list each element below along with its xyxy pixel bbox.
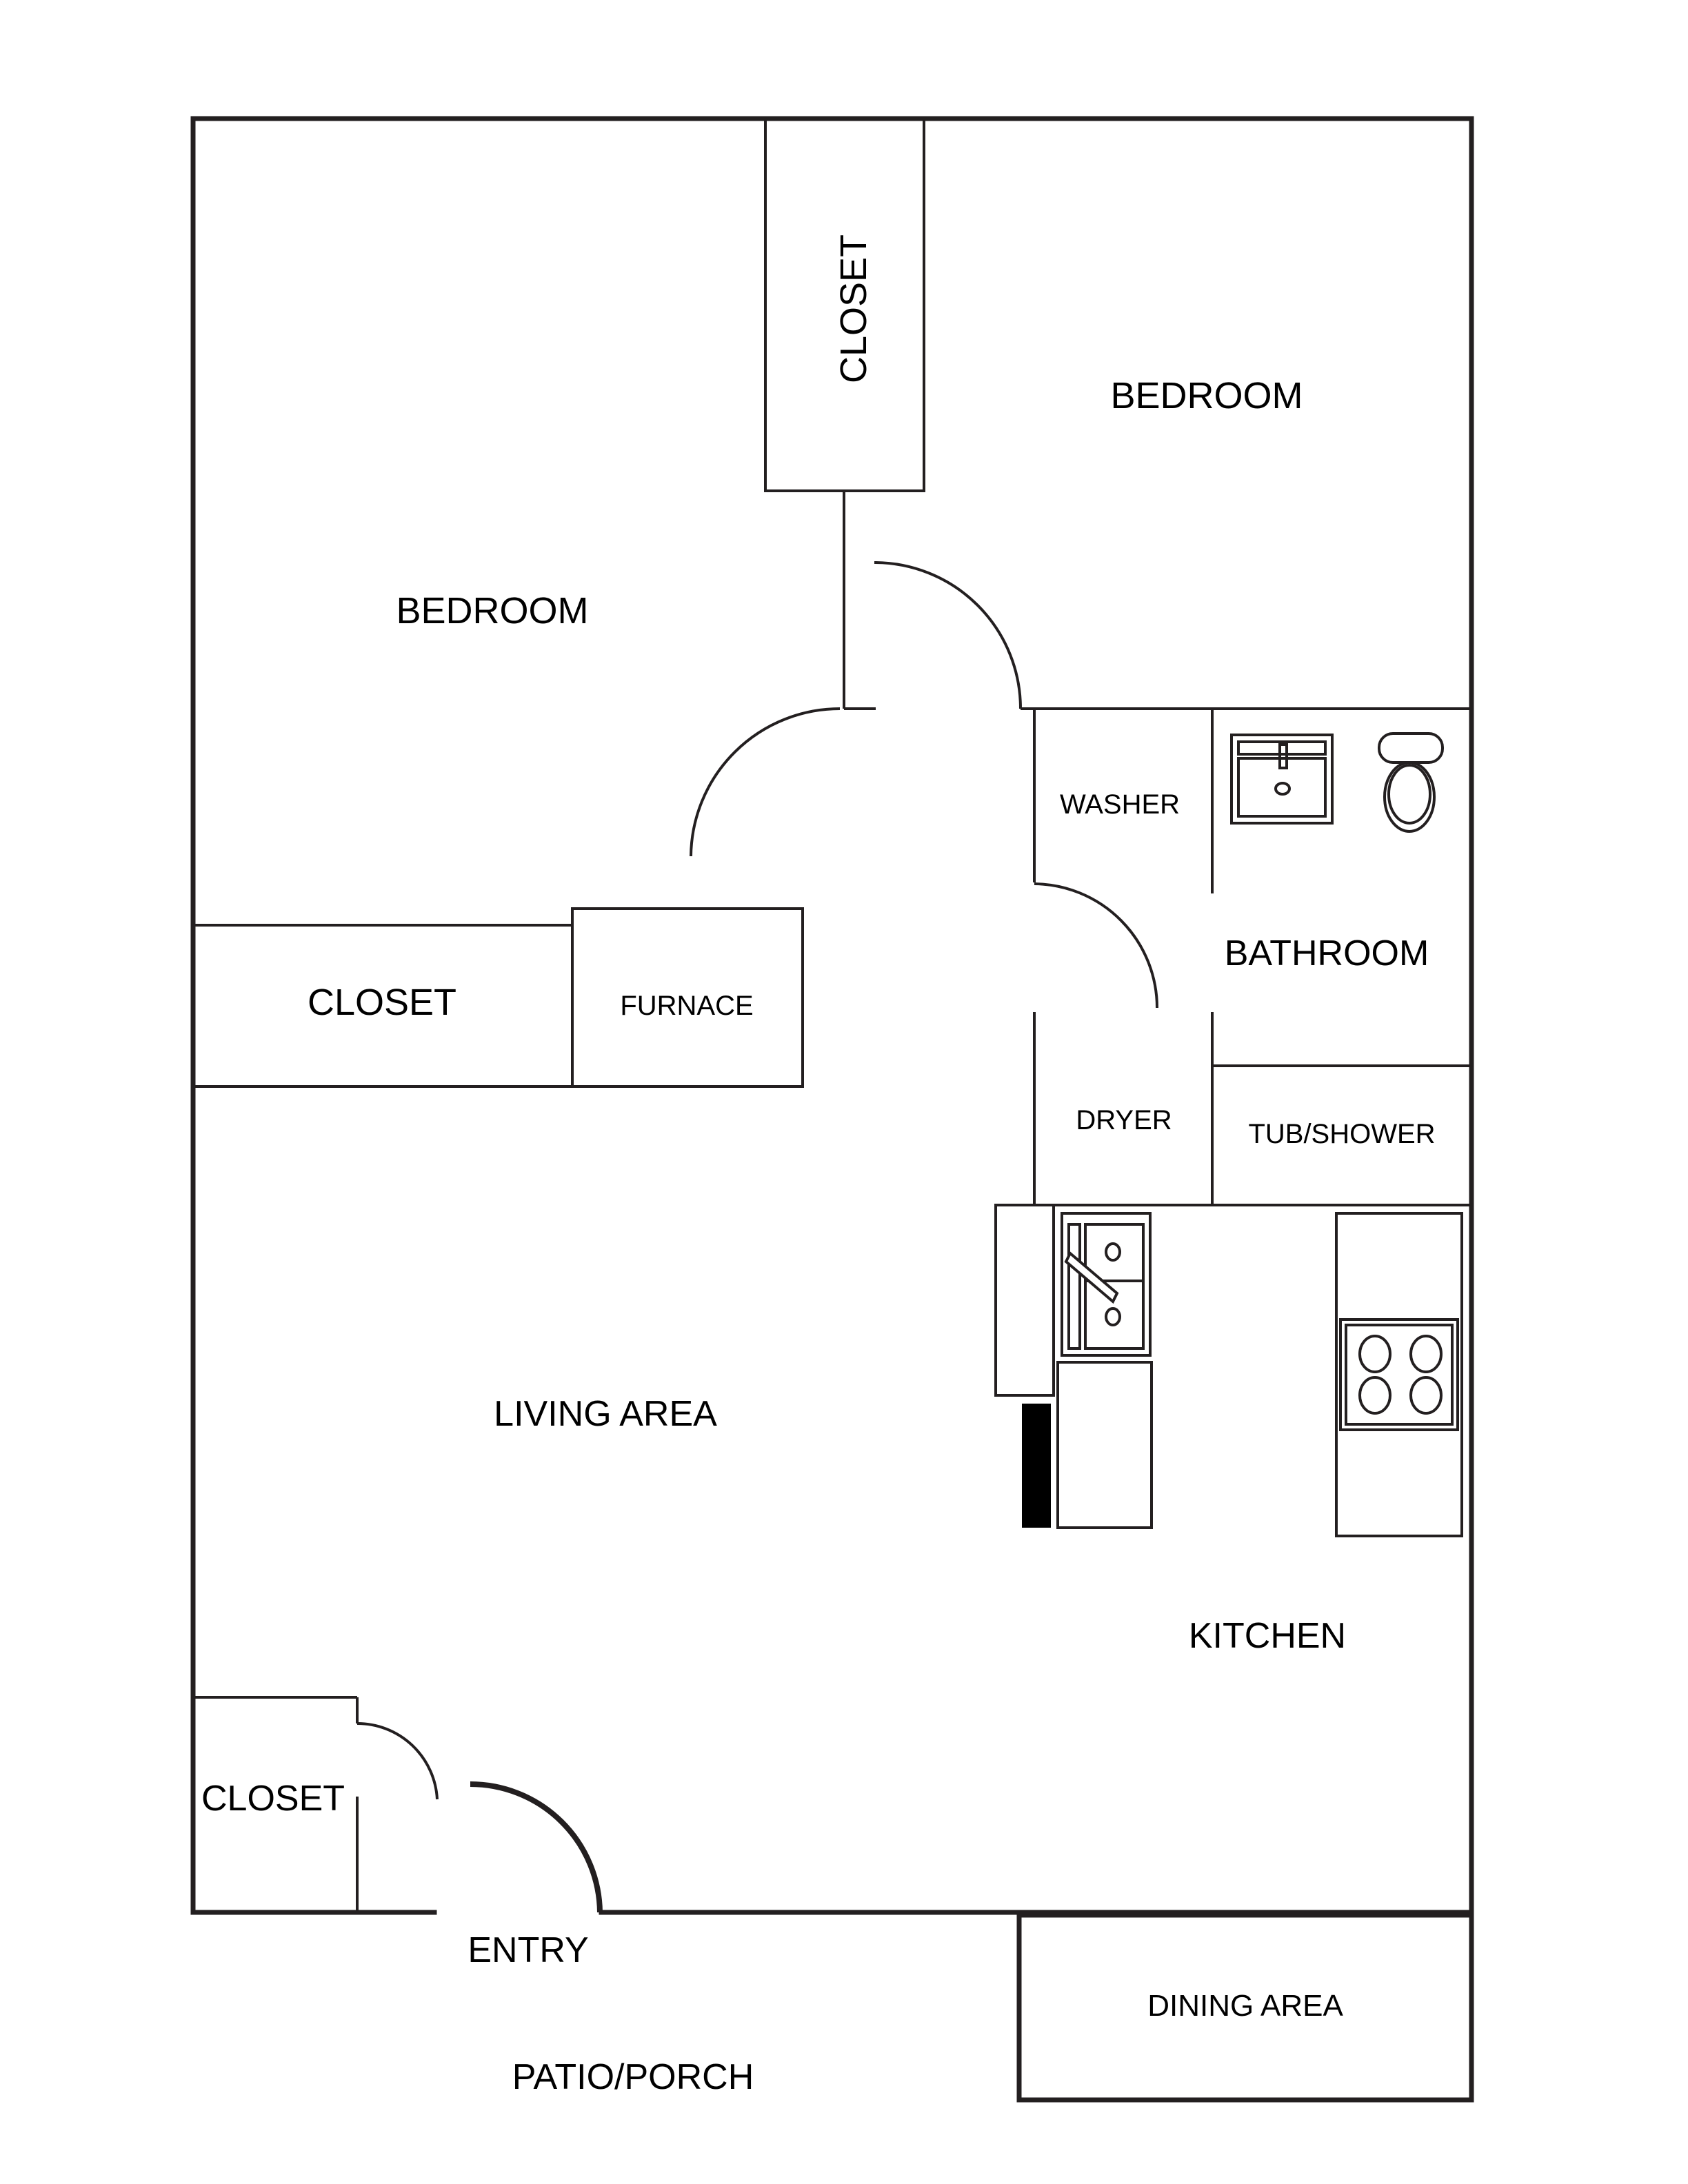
furnace-box bbox=[571, 907, 804, 1088]
stove-icon bbox=[1339, 1318, 1459, 1431]
bedroom-partition bbox=[843, 491, 1471, 710]
label-living-area: LIVING AREA bbox=[494, 1394, 717, 1434]
door-swing-bedroom-right bbox=[874, 561, 1022, 709]
refrigerator-icon bbox=[1056, 1361, 1153, 1529]
door-swing-entry-closet bbox=[356, 1721, 439, 1800]
kitchen-sink-icon bbox=[1061, 1212, 1152, 1357]
door-swing-laundry bbox=[1034, 882, 1158, 1009]
entry-closet-walls bbox=[193, 1696, 359, 1912]
label-dining-area: DINING AREA bbox=[1147, 1989, 1343, 2023]
door-swing-bedroom-left bbox=[690, 707, 841, 857]
label-washer: WASHER bbox=[1060, 789, 1180, 820]
label-patio-porch: PATIO/PORCH bbox=[512, 2057, 754, 2097]
label-closet-top: CLOSET bbox=[833, 234, 874, 383]
label-closet-mid: CLOSET bbox=[308, 982, 456, 1023]
label-dryer: DRYER bbox=[1076, 1105, 1172, 1135]
toilet-icon bbox=[1378, 732, 1444, 833]
kitchen-counter-left bbox=[994, 1204, 1055, 1397]
bathroom-sink-icon bbox=[1230, 734, 1334, 825]
label-kitchen: KITCHEN bbox=[1189, 1616, 1346, 1656]
label-bedroom-left: BEDROOM bbox=[396, 590, 588, 631]
label-bathroom: BATHROOM bbox=[1225, 933, 1429, 973]
door-swing-entry bbox=[470, 1781, 603, 1913]
dishwasher-icon bbox=[1022, 1404, 1051, 1528]
label-bedroom-right: BEDROOM bbox=[1110, 375, 1303, 416]
label-furnace: FURNACE bbox=[620, 991, 753, 1021]
label-tub-shower: TUB/SHOWER bbox=[1248, 1119, 1435, 1149]
dining-area-box bbox=[1016, 1912, 1474, 2103]
kitchen-counter-right bbox=[1335, 1212, 1463, 1537]
label-closet-entry: CLOSET bbox=[201, 1779, 345, 1819]
laundry-bath-walls bbox=[1033, 709, 1471, 1206]
label-entry: ENTRY bbox=[468, 1930, 588, 1970]
